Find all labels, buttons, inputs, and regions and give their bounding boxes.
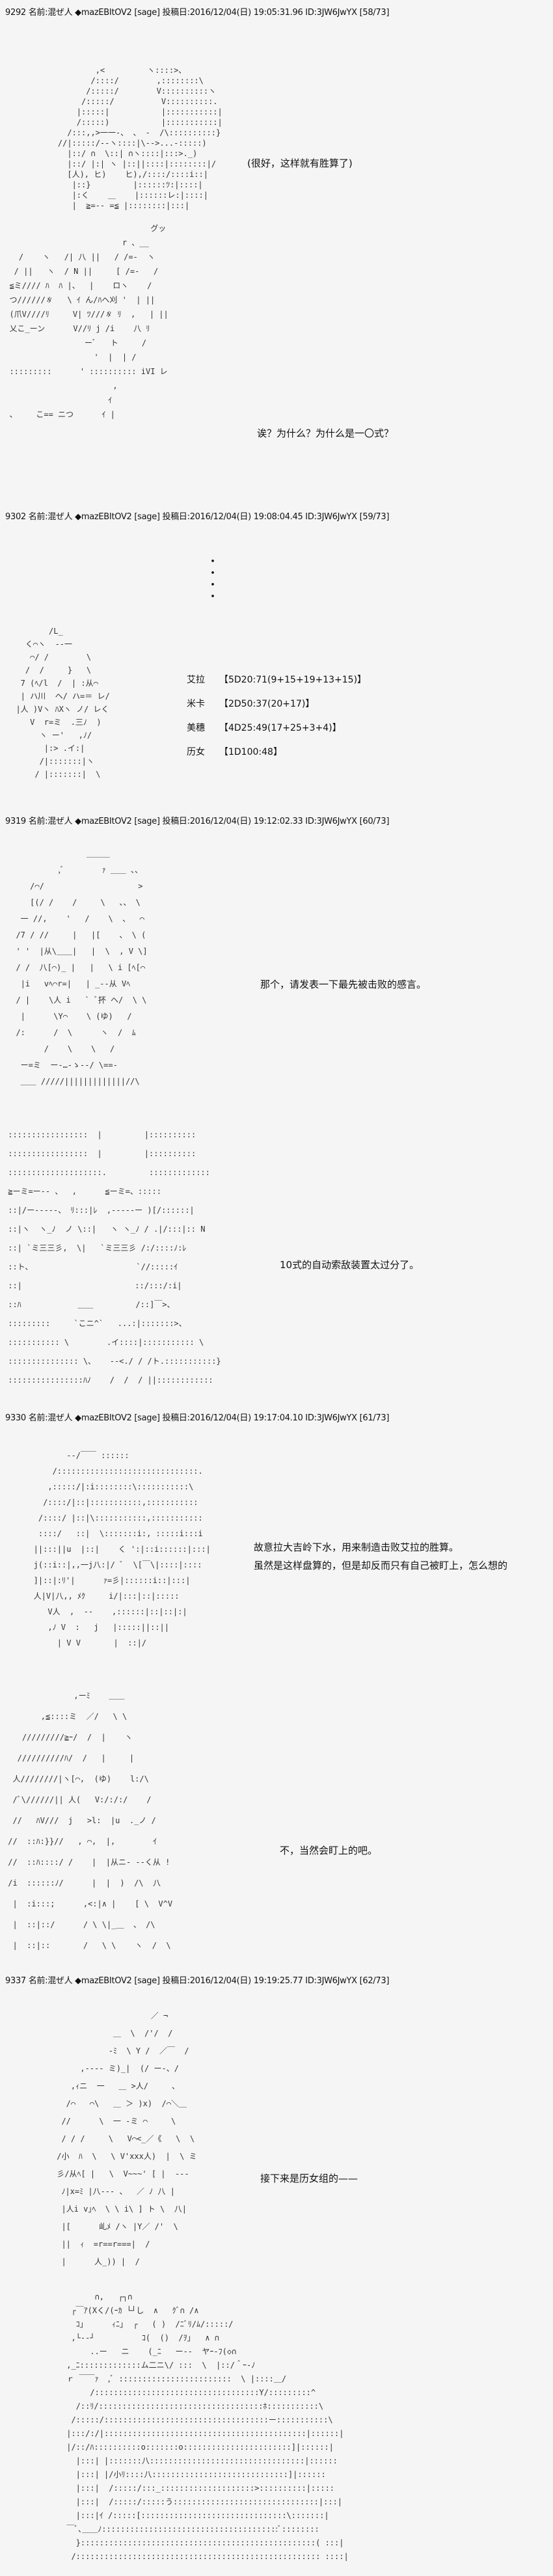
ascii-art: ∩, ┌┐∩ ┌￣ｱ(Xく/(ｰｶ └┘し ∧ ｸﾞ∩ /∧ ｺ｣ ｨﾆ｣ ┌ … [66,2292,349,2561]
dice-value: 【4D25:49(17+25+3+4)】 [219,723,342,733]
character-name: 美穗 [187,723,205,733]
dot: ・ [207,578,219,592]
ascii-art: --/￣￣ :::::: /::::::::::::::::::::::::::… [33,1451,211,1647]
post-line: 诶？为什么？为什么是一〇式？ [257,427,394,439]
post-header: 9337 名前:混ぜ人 ◆mazEBItOV2 [sage] 投稿日:2016/… [5,1976,390,1986]
dot: ・ [207,555,219,569]
ascii-art: ＿＿＿ ,ﾞ ｧ ＿＿ 、、 /⌒/ > [(/ / / \ 、、 \ 一 //… [16,849,148,1086]
dice-row: 美穗 【4D25:49(17+25+3+4)】 [187,721,366,745]
dice-value: 【2D50:37(20+17)】 [219,699,315,709]
ascii-art: ,ーﾐ ＿＿ ,≦::::ミ ／/ \ \ /////////≧ｰ/ / | ヽ… [8,1691,173,1950]
ascii-art: ,< ヽ::::>、 /::::/ ,::::::::\ /:::::/ V::… [57,66,223,210]
post-line: 那个，请发表一下最先被击败的感言。 [260,979,427,990]
post-header: 9319 名前:混ぜ人 ◆mazEBItOV2 [sage] 投稿日:2016/… [5,817,390,826]
dice-results: 艾拉 【5D20:71(9+15+19+13+15)】 米卡 【2D50:37(20… [187,673,366,769]
post-header: 9302 名前:混ぜ人 ◆mazEBItOV2 [sage] 投稿日:2016/… [5,512,390,522]
character-name: 历女 [187,747,205,757]
character-name: 米卡 [187,699,205,709]
dice-row: 艾拉 【5D20:71(9+15+19+13+15)】 [187,673,366,697]
post-header: 9292 名前:混ぜ人 ◆mazEBItOV2 [sage] 投稿日:2016/… [5,8,390,18]
post-line: 10式的自动索敌装置太过分了。 [280,1259,420,1271]
ellipsis-dots: ・ ・ ・ ・ [207,556,219,603]
post-line: 不，当然会盯上的吧。 [280,1845,378,1856]
dice-row: 米卡 【2D50:37(20+17)】 [187,697,366,721]
dice-value: 【5D20:71(9+15+19+13+15)】 [219,675,367,685]
post-header: 9330 名前:混ぜ人 ◆mazEBItOV2 [sage] 投稿日:2016/… [5,1413,390,1423]
ascii-art: グッ r 、__ / ヽ /| 八 || / /=- ヽ / || ヽ / N … [9,224,169,419]
dot: ・ [207,567,219,580]
post-line: 虽然是这样盘算的，但是却反而只有自己被盯上，怎么想的 [254,1560,508,1571]
post-line: 接下来是历女组的—— [260,2173,358,2184]
post-line: 故意拉大吉岭下水，用来制造击败艾拉的胜算。 [254,1541,459,1553]
dice-value: 【1D100:48】 [219,747,282,757]
post-line: (很好，这样就有胜算了) [247,157,353,169]
dice-row: 历女 【1D100:48】 [187,745,366,769]
dot: ・ [207,590,219,604]
character-name: 艾拉 [187,675,205,685]
ascii-art: ::::::::::::::::: | |:::::::::: ::::::::… [8,1130,221,1385]
ascii-art: ／ ¬ ＿ \ /'/ / -ﾐ \ Y / ／￣ / ,---- ミ)_| (… [57,2011,197,2266]
ascii-art: /L_ く⌒ヽ --一 ⌒/ / \ / / } \ 7 (ﾍ/l / | :从… [16,627,110,779]
